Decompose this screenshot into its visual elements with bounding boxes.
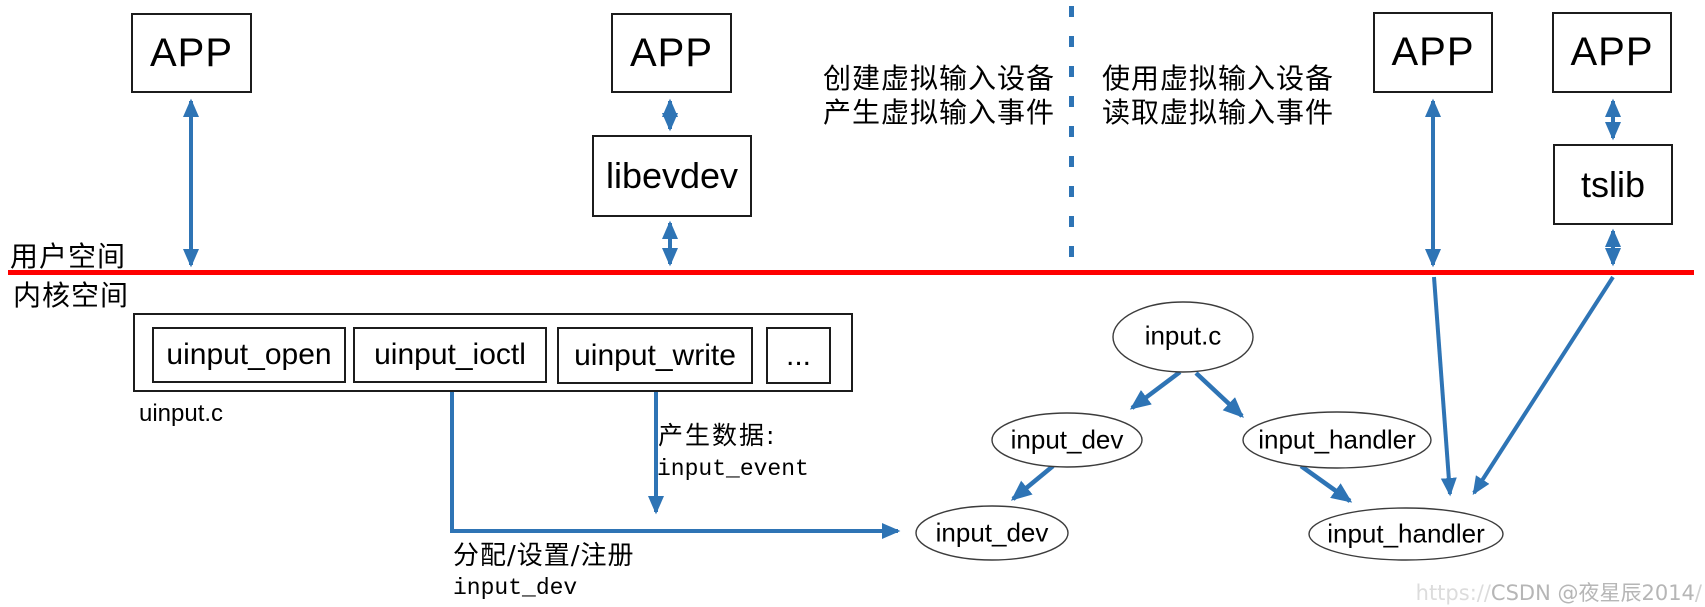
line-app3-to-input-handler bbox=[1432, 276, 1457, 497]
produce-data-label: 产生数据: bbox=[658, 421, 777, 450]
uinput-open-box: uinput_open bbox=[152, 327, 346, 383]
uinput-file-label: uinput.c bbox=[139, 400, 224, 427]
ellipse-input-handler-bottom bbox=[1308, 507, 1504, 561]
annotation-use-device: 使用虚拟输入设备 bbox=[1102, 62, 1335, 95]
annotation-create-device: 创建虚拟输入设备 bbox=[823, 62, 1056, 95]
app-box-3-label: APP bbox=[1391, 30, 1475, 74]
ellipse-input-dev-mid bbox=[991, 412, 1143, 468]
arrow-input-handler-down bbox=[1299, 464, 1353, 503]
csdn-watermark: https://CSDN @夜星辰2014/ bbox=[1416, 577, 1702, 607]
app-box-1-label: APP bbox=[149, 30, 234, 75]
tslib-box: tslib bbox=[1553, 144, 1673, 225]
input-handler-bottom-label: input_handler bbox=[1327, 518, 1485, 549]
app-box-2-label: APP bbox=[629, 30, 714, 75]
line-uinput-ioctl-to-input-dev bbox=[450, 384, 901, 539]
arrow-inputc-to-input-handler bbox=[1194, 371, 1244, 418]
input-handler-mid-label: input_handler bbox=[1258, 424, 1416, 455]
kernel-space-label: 内核空间 bbox=[13, 279, 130, 312]
user-kernel-divider-line bbox=[8, 270, 1694, 275]
ellipse-input-handler-mid bbox=[1242, 411, 1432, 469]
watermark-suffix: / bbox=[1694, 581, 1702, 605]
line-tslib-to-input-handler bbox=[1472, 275, 1615, 496]
arrow-inputc-to-input-dev bbox=[1129, 370, 1182, 410]
arrow-input-dev-down bbox=[1010, 464, 1055, 501]
app-box-2: APP bbox=[611, 13, 732, 93]
uinput-ioctl-box: uinput_ioctl bbox=[353, 327, 547, 383]
tslib-box-label: tslib bbox=[1580, 163, 1646, 205]
ellipse-input-dev-bottom bbox=[915, 505, 1069, 561]
input-dev-bottom-label: input_dev bbox=[935, 517, 1049, 548]
alloc-struct-label: input_dev bbox=[453, 575, 578, 601]
uinput-write-label: uinput_write bbox=[574, 338, 736, 372]
libevdev-box-label: libevdev bbox=[605, 155, 739, 196]
watermark-prefix: https:// bbox=[1415, 581, 1491, 605]
annotation-read-event: 读取虚拟输入事件 bbox=[1102, 96, 1335, 129]
uinput-open-label: uinput_open bbox=[166, 338, 332, 371]
app-box-3: APP bbox=[1373, 12, 1493, 93]
produce-data-struct: input_event bbox=[657, 456, 809, 482]
uinput-more-label: ... bbox=[785, 338, 811, 372]
create-use-dotted-divider bbox=[1069, 6, 1074, 258]
input-dev-mid-label: input_dev bbox=[1010, 424, 1124, 455]
libevdev-box: libevdev bbox=[592, 135, 752, 217]
alloc-setup-register-label: 分配/设置/注册 bbox=[453, 541, 635, 571]
uinput-more-box: ... bbox=[766, 327, 831, 384]
watermark-text: CSDN @夜星辰2014 bbox=[1490, 581, 1695, 605]
input-c-label: input.c bbox=[1144, 320, 1222, 351]
app-box-4-label: APP bbox=[1570, 30, 1654, 74]
user-space-label: 用户空间 bbox=[10, 240, 127, 273]
app-box-1: APP bbox=[131, 13, 252, 93]
app-box-4: APP bbox=[1552, 12, 1672, 93]
uinput-write-box: uinput_write bbox=[557, 327, 753, 384]
ellipse-input-c bbox=[1112, 301, 1254, 373]
annotation-create-event: 产生虚拟输入事件 bbox=[823, 96, 1056, 129]
uinput-ioctl-label: uinput_ioctl bbox=[374, 338, 526, 371]
